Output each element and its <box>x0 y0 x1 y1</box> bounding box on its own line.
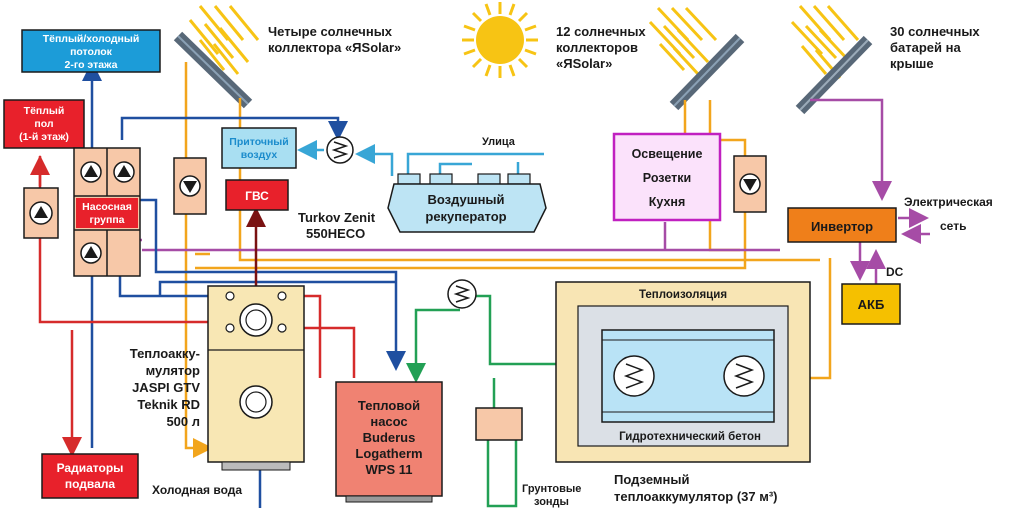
underground-label-1: Подземный <box>614 472 689 487</box>
collectors-4-label-1: Четыре солнечных <box>268 24 393 39</box>
solar-collector-icon <box>173 31 253 109</box>
heat-exchanger-icon <box>239 303 273 337</box>
heat-pump-label-5: WPS 11 <box>366 462 413 477</box>
heat-pump-box: Тепловой насос Buderus Logatherm WPS 11 <box>335 381 443 503</box>
solar-panel-icon <box>795 35 873 115</box>
sun-rays-mid <box>648 6 718 76</box>
pump-icon <box>173 157 207 215</box>
grid-label-1: Электрическая <box>904 195 993 209</box>
storage-tank <box>207 285 305 471</box>
heat-pump-label-3: Buderus <box>363 430 416 445</box>
tank-label-2: мулятор <box>146 363 200 378</box>
pump-group: Насосная группа <box>73 147 141 277</box>
recuperator-label-1: Воздушный <box>427 192 504 207</box>
battery-label: АКБ <box>858 297 885 312</box>
ceiling-label-2: потолок <box>70 46 113 58</box>
ground-probe-box <box>475 407 523 441</box>
supply-air-box: Приточный воздух <box>221 127 297 169</box>
lighting-label-2: Розетки <box>643 171 691 185</box>
lighting-label-1: Освещение <box>632 147 703 161</box>
heat-pump-label-2: насос <box>370 414 407 429</box>
tank-label-5: 500 л <box>166 414 200 429</box>
ground-loop-pipes <box>406 294 610 508</box>
underground-label-2: теплоаккумулятор (37 м³) <box>614 489 778 504</box>
recuperator-model-label-2: 550HECO <box>306 226 365 241</box>
collectors-12-label-3: «ЯSolar» <box>556 56 612 71</box>
dc-label: DC <box>886 265 904 279</box>
underground-storage: Теплоизоляция Гидротехнический бетон <box>555 281 811 463</box>
pv-30-label-2: батарей на <box>890 40 961 55</box>
pump-icon <box>113 161 135 183</box>
ceiling-2nd-floor-box: Тёплый/холодный потолок 2-го этажа <box>21 29 161 73</box>
recuperator-box: Воздушный рекуператор <box>387 173 547 233</box>
radiators-label-2: подвала <box>65 477 116 491</box>
collectors-4-label-2: коллектора «ЯSolar» <box>268 40 401 55</box>
pump-icon <box>80 242 102 264</box>
air-ducts <box>297 140 544 176</box>
grid-label-2: сеть <box>940 219 966 233</box>
pv-30-label-1: 30 солнечных <box>890 24 980 39</box>
floor-1st-box: Тёплый пол (1-й этаж) <box>3 99 85 149</box>
collectors-12-label-1: 12 солнечных <box>556 24 646 39</box>
tank-label-1: Теплоакку- <box>130 346 200 361</box>
ground-probes-label-2: зонды <box>534 496 569 508</box>
floor-label-2: пол <box>34 118 53 130</box>
concrete-label: Гидротехнический бетон <box>619 431 761 443</box>
ground-probes-label-1: Грунтовые <box>522 483 581 495</box>
heat-exchanger-icon <box>613 355 655 397</box>
cold-water-label: Холодная вода <box>152 483 242 497</box>
dhw-box: ГВС <box>225 179 289 211</box>
radiators-box: Радиаторы подвала <box>41 453 139 499</box>
collectors-12-label-2: коллекторов <box>556 40 638 55</box>
insulation-label: Теплоизоляция <box>639 289 727 301</box>
street-label: Улица <box>482 136 516 148</box>
heat-pump-label-1: Тепловой <box>358 398 420 413</box>
heat-exchanger-icon <box>326 136 354 164</box>
pump-group-label-2: группа <box>89 214 124 226</box>
heat-pump-label-4: Logatherm <box>355 446 422 461</box>
recuperator-label-2: рекуператор <box>425 209 506 224</box>
pump-group-label-1: Насосная <box>82 201 132 213</box>
inverter-box: Инвертор <box>787 207 897 243</box>
heat-exchanger-icon <box>239 385 273 419</box>
radiators-label-1: Радиаторы <box>57 461 124 475</box>
ceiling-label-1: Тёплый/холодный <box>43 33 140 45</box>
pump-icon <box>733 155 767 213</box>
supply-air-label-2: воздух <box>241 149 278 161</box>
supply-air-label-1: Приточный <box>229 136 288 148</box>
battery-box: АКБ <box>841 283 901 325</box>
inverter-label: Инвертор <box>811 219 873 234</box>
heat-exchanger-icon <box>447 279 477 309</box>
lighting-label-3: Кухня <box>649 195 686 209</box>
sun-rays-left <box>188 5 260 75</box>
pump-icon <box>80 161 102 183</box>
pump-icon <box>23 187 59 239</box>
floor-label-1: Тёплый <box>24 105 65 117</box>
solar-collector-icon <box>669 33 745 111</box>
recuperator-model-label-1: Turkov Zenit <box>298 210 376 225</box>
heat-exchanger-icon <box>723 355 765 397</box>
tank-label-4: Teknik RD <box>137 397 200 412</box>
sun-icon <box>462 2 538 78</box>
dhw-label: ГВС <box>245 189 269 203</box>
floor-label-3: (1-й этаж) <box>19 131 69 143</box>
ceiling-label-3: 2-го этажа <box>65 59 118 71</box>
pv-30-label-3: крыше <box>890 56 934 71</box>
tank-label-3: JASPI GTV <box>132 380 200 395</box>
lighting-box: Освещение Розетки Кухня <box>612 132 722 222</box>
